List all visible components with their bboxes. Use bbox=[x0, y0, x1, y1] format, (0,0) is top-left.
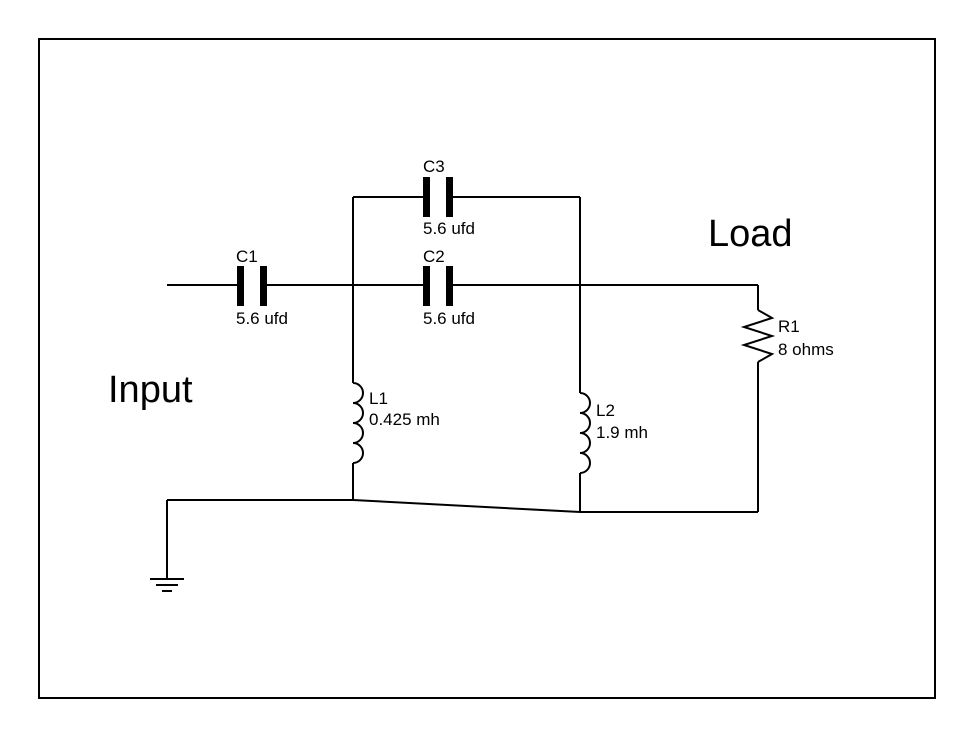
c1-ref: C1 bbox=[236, 247, 258, 266]
l2-ref: L2 bbox=[596, 401, 615, 420]
capacitor-c3: C3 5.6 ufd bbox=[423, 157, 475, 238]
c3-ref: C3 bbox=[423, 157, 445, 176]
c1-value: 5.6 ufd bbox=[236, 309, 288, 328]
r1-value: 8 ohms bbox=[778, 340, 834, 359]
diagram-frame bbox=[38, 38, 936, 699]
inductor-l2: L2 1.9 mh bbox=[579, 392, 648, 474]
l1-ref: L1 bbox=[369, 389, 388, 408]
capacitor-c2: C2 5.6 ufd bbox=[423, 247, 475, 328]
l2-value: 1.9 mh bbox=[596, 423, 648, 442]
c2-value: 5.6 ufd bbox=[423, 309, 475, 328]
resistor-r1: R1 8 ohms bbox=[740, 309, 834, 363]
ground-icon bbox=[150, 578, 184, 592]
wires bbox=[166, 196, 759, 578]
load-label: Load bbox=[708, 213, 793, 255]
capacitor-c1: C1 5.6 ufd bbox=[236, 247, 288, 328]
l1-value: 0.425 mh bbox=[369, 410, 440, 429]
r1-ref: R1 bbox=[778, 317, 800, 336]
input-label: Input bbox=[108, 369, 193, 411]
inductor-l1: L1 0.425 mh bbox=[352, 382, 440, 464]
c3-value: 5.6 ufd bbox=[423, 219, 475, 238]
c2-ref: C2 bbox=[423, 247, 445, 266]
